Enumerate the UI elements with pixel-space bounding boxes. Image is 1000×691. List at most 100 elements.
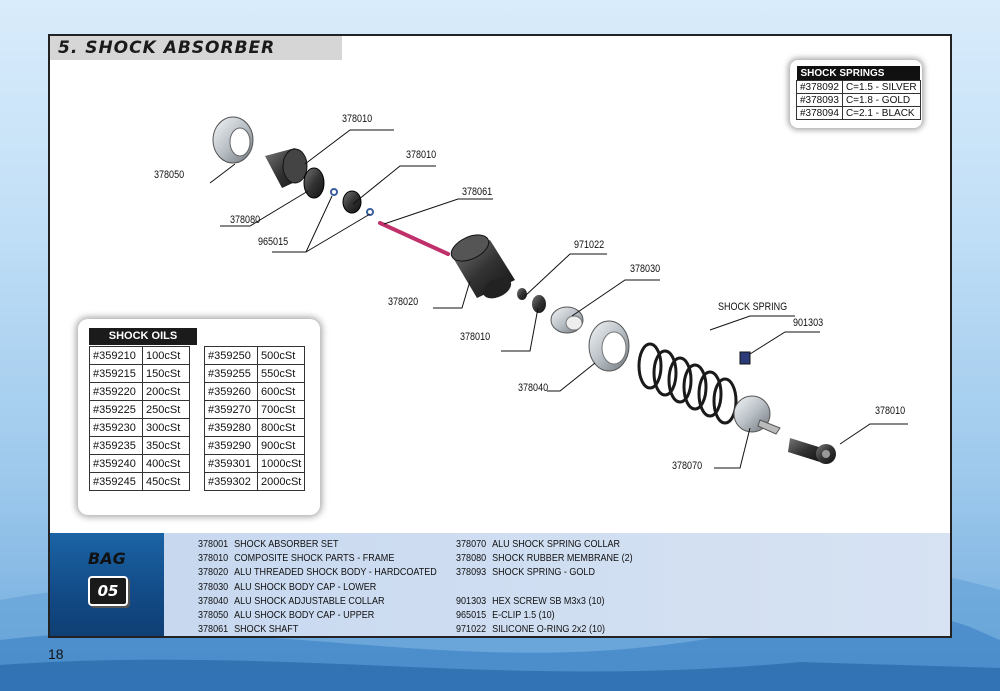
page-number: 18: [48, 646, 64, 662]
part-desc: SHOCK SHAFT: [234, 623, 299, 636]
cap-top-part: [265, 148, 308, 188]
oil-viscosity: 400cSt: [142, 454, 190, 473]
callout-378010-a: 378010: [342, 113, 373, 125]
shock-shaft-part: [378, 221, 450, 256]
part-desc: ALU THREADED SHOCK BODY - HARDCOATED: [234, 566, 437, 579]
part-code: 378093: [456, 566, 487, 579]
part-desc: ALU SHOCK BODY CAP - UPPER: [234, 608, 375, 621]
oil-viscosity: 200cSt: [142, 382, 190, 401]
spring-part: [637, 342, 738, 425]
oil-code: #359225: [89, 400, 143, 419]
membrane-part: [303, 167, 325, 199]
shock-oils-header: SHOCK OILS: [89, 328, 197, 345]
part-desc: ALU SHOCK ADJUSTABLE COLLAR: [234, 594, 385, 607]
leader-lines: [209, 129, 908, 469]
oil-code: #359255: [204, 364, 258, 383]
oil-code: #359270: [204, 400, 258, 419]
part-code: 378030: [198, 580, 229, 593]
callout-378020: 378020: [388, 296, 419, 308]
callout-901303: 901303: [793, 317, 824, 329]
shock-springs-card: SHOCK SPRINGS #378092 C=1.5 - SILVER #37…: [790, 60, 922, 128]
clip-part-a: [330, 188, 338, 196]
hex-screw-part: [739, 351, 751, 365]
oil-viscosity: 300cSt: [142, 418, 190, 437]
callout-378080: 378080: [230, 214, 261, 226]
part-desc: E-CLIP 1.5 (10): [492, 608, 555, 621]
oil-code: #359230: [89, 418, 143, 437]
part-code: 378001: [198, 538, 229, 550]
bag-number: 05: [88, 576, 128, 606]
oil-viscosity: 600cSt: [256, 382, 306, 401]
oil-viscosity: 2000cSt: [256, 472, 306, 491]
page-frame: 5. SHOCK ABSORBER: [48, 34, 952, 638]
spring-spec: C=1.8 - GOLD: [841, 93, 921, 107]
part-code: 378050: [198, 608, 229, 621]
table-row: #378093 C=1.8 - GOLD: [796, 93, 921, 107]
callout-378070: 378070: [672, 460, 703, 472]
exploded-diagram: [209, 116, 908, 469]
part-desc: SILICONE O-RING 2x2 (10): [492, 623, 606, 636]
oil-code: #359235: [89, 436, 143, 455]
oil-code: #359302: [204, 472, 258, 491]
spring-code: #378093: [796, 93, 843, 107]
collar-part: [588, 320, 630, 372]
spring-spec: C=2.1 - BLACK: [841, 106, 921, 120]
upper-cap-part: [212, 116, 254, 164]
part-code: 378070: [456, 538, 487, 550]
oil-code: #359220: [89, 382, 143, 401]
title-bar: 5. SHOCK ABSORBER: [50, 36, 342, 60]
piston-part: [342, 190, 362, 214]
oil-viscosity: 250cSt: [142, 400, 190, 419]
part-desc: SHOCK RUBBER MEMBRANE (2): [492, 552, 633, 565]
oil-code: #359290: [204, 436, 258, 455]
oil-viscosity: 450cSt: [142, 472, 190, 491]
callout-shock-spring: SHOCK SPRING: [718, 301, 788, 313]
shock-springs-table: SHOCK SPRINGS #378092 C=1.5 - SILVER #37…: [796, 66, 921, 120]
oil-code: #359240: [89, 454, 143, 473]
part-desc: SHOCK ABSORBER SET: [234, 538, 339, 550]
callout-378061: 378061: [462, 186, 493, 198]
part-code: 378061: [198, 623, 229, 636]
oil-viscosity: 100cSt: [142, 346, 190, 365]
callout-378040: 378040: [518, 382, 549, 394]
part-desc: ALU SHOCK BODY CAP - LOWER: [234, 580, 377, 593]
oil-code: #359301: [204, 454, 258, 473]
oil-viscosity: 700cSt: [256, 400, 306, 419]
clip-part-b: [366, 208, 374, 216]
oil-viscosity: 900cSt: [256, 436, 306, 455]
bag-box: BAG 05: [50, 533, 164, 636]
shock-body-part: [450, 234, 515, 299]
part-code: 378080: [456, 552, 487, 565]
oil-viscosity: 500cSt: [256, 346, 306, 365]
lower-part-a: [532, 295, 546, 313]
callout-378010-c: 378010: [460, 331, 491, 343]
oil-viscosity: 150cSt: [142, 364, 190, 383]
shock-springs-header: SHOCK SPRINGS: [796, 66, 921, 81]
oil-code: #359245: [89, 472, 143, 491]
spring-code: #378094: [796, 106, 843, 120]
oil-viscosity: 800cSt: [256, 418, 306, 437]
bag-label: BAG: [88, 549, 126, 568]
rod-end-part: [788, 438, 836, 464]
oil-code: #359280: [204, 418, 258, 437]
